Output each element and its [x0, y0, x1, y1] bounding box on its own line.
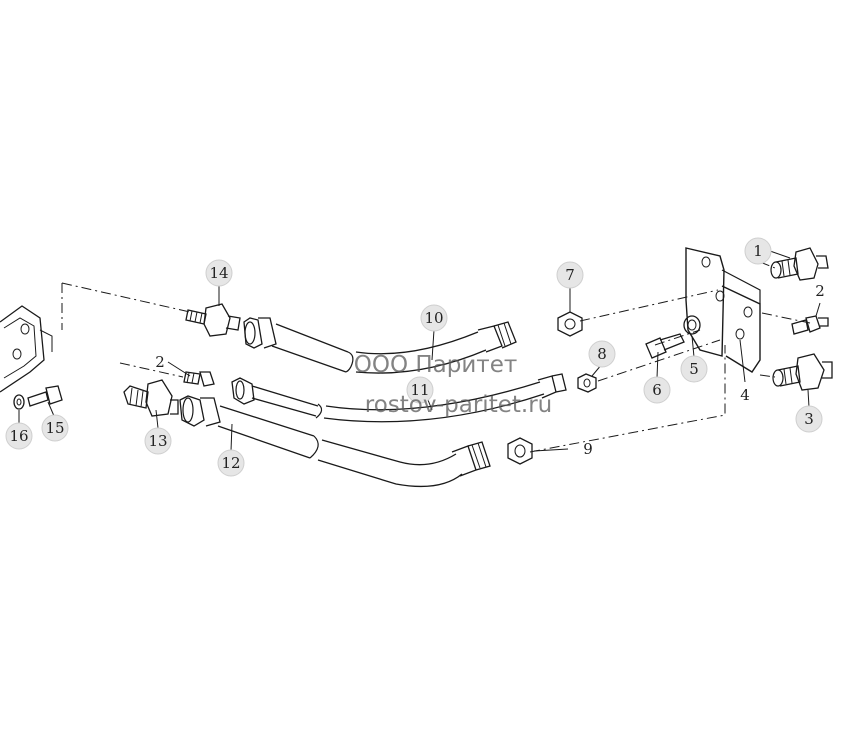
callout-number: 12	[221, 454, 240, 472]
part-15-bolt	[27, 385, 63, 407]
callout-circle	[556, 261, 584, 289]
leader-lines	[18, 250, 821, 452]
part-10-hose	[243, 317, 517, 374]
callout-8: 8	[588, 340, 616, 368]
callout-number: 2	[155, 353, 165, 371]
callout-circle	[795, 405, 823, 433]
callout-2b: 2	[815, 282, 825, 300]
callout-5: 5	[680, 355, 708, 383]
part-14-fitting	[185, 303, 241, 337]
callout-circle	[144, 427, 172, 455]
callout-circle	[406, 376, 434, 404]
part-2-fitting-right	[791, 315, 829, 335]
callout-number: 3	[804, 410, 814, 428]
callout-circle	[588, 340, 616, 368]
callout-10: 10	[420, 304, 448, 332]
part-3-fitting	[772, 353, 833, 391]
callout-14: 14	[205, 259, 233, 287]
callout-circle	[217, 449, 245, 477]
callout-number: 9	[583, 440, 593, 458]
callout-number: 14	[209, 264, 228, 282]
part-2-fitting-left	[183, 371, 215, 387]
callout-number: 8	[597, 345, 607, 363]
callout-4: 4	[740, 386, 750, 404]
callout-circle	[205, 259, 233, 287]
part-8-nut	[577, 373, 597, 393]
part-7-nut	[557, 311, 583, 337]
part-16-washer	[13, 394, 25, 410]
callout-number: 15	[45, 419, 64, 437]
callout-11: 11	[406, 376, 434, 404]
callout-number: 5	[689, 360, 699, 378]
callout-number: 13	[148, 432, 167, 450]
part-4-bracket	[685, 247, 761, 373]
callout-15: 15	[41, 414, 69, 442]
part-11-hose	[231, 373, 567, 423]
callout-circle	[744, 237, 772, 265]
callout-2a: 2	[155, 353, 165, 371]
callout-7: 7	[556, 261, 584, 289]
callout-9: 9	[583, 440, 593, 458]
callout-number: 11	[410, 381, 429, 399]
callout-number: 6	[652, 381, 662, 399]
callout-circle	[5, 422, 33, 450]
part-12-hose	[179, 395, 491, 488]
part-9-nut	[507, 437, 533, 465]
callout-number: 1	[753, 242, 763, 260]
callout-number: 16	[9, 427, 28, 445]
callout-number: 2	[815, 282, 825, 300]
callout-number: 7	[565, 266, 575, 284]
callout-16: 16	[5, 422, 33, 450]
callout-circle	[680, 355, 708, 383]
callout-circle	[420, 304, 448, 332]
callout-1: 1	[744, 237, 772, 265]
callout-circle	[41, 414, 69, 442]
callout-13: 13	[144, 427, 172, 455]
part-6-bolt	[645, 333, 685, 359]
callout-circle	[643, 376, 671, 404]
callout-number: 10	[424, 309, 443, 327]
callout-3: 3	[795, 405, 823, 433]
callout-number: 4	[740, 386, 750, 404]
callout-6: 6	[643, 376, 671, 404]
part-13-fitting	[123, 379, 179, 417]
part-5-washer	[683, 315, 701, 335]
part-1-fitting	[770, 247, 829, 281]
callout-12: 12	[217, 449, 245, 477]
mounting-plate-left	[0, 305, 53, 393]
